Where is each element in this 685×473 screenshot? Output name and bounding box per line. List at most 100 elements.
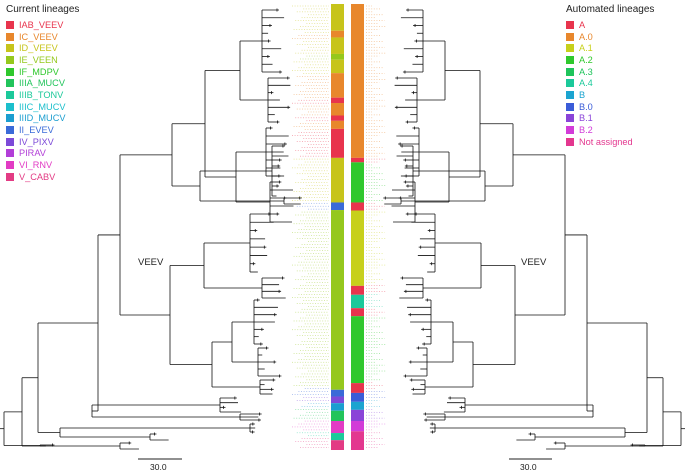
legend-label: A.0 [579, 31, 593, 42]
current-legend-item: IV_PIXV [6, 136, 65, 148]
current-legend-item: ID_VEEV [6, 42, 65, 54]
legend-swatch [6, 161, 14, 170]
legend-label: II_EVEV [19, 125, 54, 136]
legend-label: ID_VEEV [19, 43, 58, 54]
current-legend-item: PIRAV [6, 148, 65, 160]
legend-swatch [6, 137, 14, 146]
automated-lineage-segment [351, 157, 364, 163]
phylogenetic-tree-right [383, 8, 685, 450]
current-legend-item: V_CABV [6, 171, 65, 183]
current-lineage-segment [331, 210, 344, 390]
automated-legend-item: A.0 [566, 31, 633, 43]
automated-legend-item: B.0 [566, 101, 633, 113]
automated-lineage-segment [351, 162, 364, 203]
automated-legend-item: B [566, 89, 633, 101]
legend-swatch [6, 79, 14, 88]
current-lineage-segment [331, 157, 344, 203]
legend-label: B.1 [579, 113, 593, 124]
automated-lineage-segment [351, 316, 364, 384]
legend-swatch [6, 20, 14, 29]
scale-label-left: 30.0 [150, 462, 167, 472]
legend-label: A [579, 19, 586, 30]
current-lineage-segment [331, 103, 344, 116]
current-lineage-segment [331, 115, 344, 121]
legend-label: IF_MDPV [19, 66, 59, 77]
legend-label: B.2 [579, 125, 593, 136]
current-lineage-segment [331, 421, 344, 434]
legend-label: IE_VEEN [19, 54, 58, 65]
automated-lineage-segment [351, 392, 364, 402]
current-legend-item: IE_VEEN [6, 54, 65, 66]
current-legend-item: IIIA_MUCV [6, 77, 65, 89]
legend-label: A.4 [579, 78, 593, 89]
automated-lineage-segment [351, 294, 364, 309]
automated-lineage-bar [351, 4, 364, 450]
legend-label: A.3 [579, 66, 593, 77]
automated-legend-item: A [566, 19, 633, 31]
automated-legend-item: A.1 [566, 42, 633, 54]
current-lineage-segment [331, 396, 344, 404]
legend-label: A.1 [579, 43, 593, 54]
automated-lineage-segment [351, 4, 364, 158]
legend-label: IIIB_TONV [19, 89, 64, 100]
current-legend-item: IIIC_MUCV [6, 101, 65, 113]
current-lineage-segment [331, 440, 344, 450]
current-lineage-segment [331, 97, 344, 104]
current-lineage-segment [331, 410, 344, 422]
current-legend-item: IAB_VEEV [6, 19, 65, 31]
legend-label: PIRAV [19, 148, 46, 159]
legend-label: B.0 [579, 101, 593, 112]
legend-swatch [566, 137, 574, 146]
current-lineage-segment [331, 73, 344, 98]
automated-legend-item: A.3 [566, 66, 633, 78]
current-lineage-segment [331, 433, 344, 441]
automated-legend-item: B.1 [566, 113, 633, 125]
legend-label: IV_PIXV [19, 136, 54, 147]
automated-lineage-segment [351, 409, 364, 422]
legend-swatch [6, 90, 14, 99]
legend-swatch [6, 172, 14, 181]
legend-label: A.2 [579, 54, 593, 65]
current-legend-item: IIID_MUCV [6, 113, 65, 125]
current-lineage-bar [331, 4, 344, 450]
phylogenetic-tree-left [0, 8, 302, 450]
current-lineage-segment [331, 37, 344, 54]
legend-swatch [566, 32, 574, 41]
automated-lineage-segment [351, 383, 364, 393]
automated-lineage-segment [351, 210, 364, 286]
clade-label-right: VEEV [521, 257, 547, 268]
automated-lineage-segment [351, 308, 364, 317]
scale-label-right: 30.0 [520, 462, 537, 472]
legend-label: Not assigned [579, 136, 633, 147]
current-lineage-segment [331, 389, 344, 397]
legend-swatch [6, 149, 14, 158]
legend-swatch [6, 55, 14, 64]
automated-lineage-segment [351, 421, 364, 432]
automated-lineage-segment [351, 401, 364, 410]
legend-swatch [566, 114, 574, 123]
tip-leader-lines-right [366, 5, 387, 448]
left-legend-title: Current lineages [6, 4, 80, 15]
current-lineage-segment [331, 53, 344, 60]
current-lineage-segment [331, 30, 344, 38]
legend-swatch [566, 126, 574, 135]
legend-swatch [566, 79, 574, 88]
current-lineage-segment [331, 59, 344, 74]
legend-swatch [566, 20, 574, 29]
legend-swatch [6, 126, 14, 135]
automated-lineage-segment [351, 202, 364, 211]
tip-leader-lines-left [292, 5, 329, 448]
automated-legend-item: A.2 [566, 54, 633, 66]
legend-label: V_CABV [19, 171, 56, 182]
right-legend-title: Automated lineages [566, 4, 655, 15]
automated-legend-item: A.4 [566, 77, 633, 89]
automated-legend-item: Not assigned [566, 136, 633, 148]
clade-label-left: VEEV [138, 257, 164, 268]
automated-lineage-segment [351, 431, 364, 450]
legend-swatch [6, 102, 14, 111]
legend-swatch [566, 44, 574, 53]
current-legend-item: IIIB_TONV [6, 89, 65, 101]
legend-label: IIIC_MUCV [19, 101, 66, 112]
